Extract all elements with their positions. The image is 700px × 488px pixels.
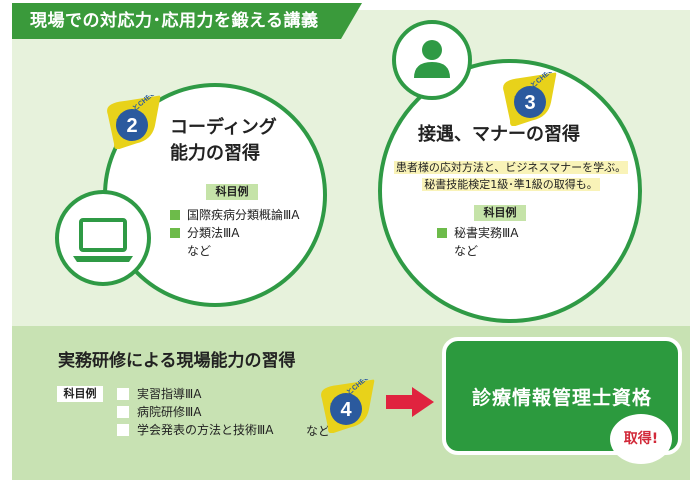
subject-name: 国際疾病分類概論ⅢA <box>187 208 300 222</box>
subject-name: 病院研修ⅢA <box>137 405 202 419</box>
bullet-square-icon <box>117 406 129 418</box>
coding-title-line1: コーディング <box>170 117 277 138</box>
bullet-square-icon <box>117 388 129 400</box>
check-badge-2-number: 2 <box>126 115 137 137</box>
bullet-square-icon <box>437 228 447 238</box>
check-badge-4-icon: 4 ピカッとCHECK! <box>321 379 376 433</box>
person-icon <box>414 40 450 78</box>
list-item: 実習指導ⅢA <box>117 385 273 403</box>
check-badge-3-icon: 3 ピカッとCHECK! <box>503 72 560 126</box>
check-badge-3-number: 3 <box>524 92 535 114</box>
subject-name: 秘書実務ⅢA <box>454 226 519 240</box>
list-item: 国際疾病分類概論ⅢA <box>170 206 299 224</box>
list-item: 分類法ⅢA <box>170 224 299 242</box>
list-item: 病院研修ⅢA <box>117 403 273 421</box>
list-item: 学会発表の方法と技術ⅢA <box>117 421 273 439</box>
subject-name: 分類法ⅢA <box>187 226 240 240</box>
manners-subjects-list: 秘書実務ⅢA など <box>437 224 518 260</box>
list-item-etc: など <box>454 244 479 258</box>
arrow-right-icon <box>386 387 434 417</box>
laptop-badge <box>55 190 151 286</box>
get-badge: 取得! <box>610 414 672 464</box>
practical-subjects-list: 実習指導ⅢA 病院研修ⅢA 学会発表の方法と技術ⅢA <box>117 385 273 439</box>
practical-subjects-etc: など <box>306 424 331 438</box>
manners-description: 患者様の応対方法と、ビジネスマナーを学ぶ。 秘書技能検定1級･準1級の取得も。 <box>378 159 644 195</box>
practical-training-title: 実務研修による現場能力の習得 <box>58 351 296 371</box>
header-title: 現場での対応力･応用力を鍛える講義 <box>12 3 362 39</box>
coding-subjects-list: 国際疾病分類概論ⅢA 分類法ⅢA など <box>170 206 299 260</box>
person-badge <box>392 20 472 100</box>
list-item: 秘書実務ⅢA <box>437 224 518 242</box>
subject-name: 実習指導ⅢA <box>137 387 202 401</box>
manners-title: 接遇、マナーの習得 <box>418 124 580 145</box>
laptop-icon <box>73 218 133 262</box>
practical-subjects-label: 科目例 <box>57 386 103 402</box>
manners-desc-line2: 秘書技能検定1級･準1級の取得も。 <box>422 178 600 191</box>
bullet-square-icon <box>170 228 180 238</box>
subject-name: 学会発表の方法と技術ⅢA <box>137 423 274 437</box>
manners-subjects-label: 科目例 <box>474 205 526 221</box>
manners-desc-line1: 患者様の応対方法と、ビジネスマナーを学ぶ。 <box>393 161 629 174</box>
check-badge-2-icon: 2 ピカッとCHECK! <box>107 95 162 149</box>
list-item-etc: など <box>187 244 212 258</box>
coding-title: コーディング 能力の習得 <box>170 115 320 167</box>
check-badge-4-number: 4 <box>340 399 352 421</box>
coding-title-line2: 能力の習得 <box>170 143 260 164</box>
certificate-name: 診療情報管理士資格 <box>471 387 652 409</box>
bullet-square-icon <box>170 210 180 220</box>
bullet-square-icon <box>117 424 129 436</box>
coding-subjects-label: 科目例 <box>206 184 258 200</box>
